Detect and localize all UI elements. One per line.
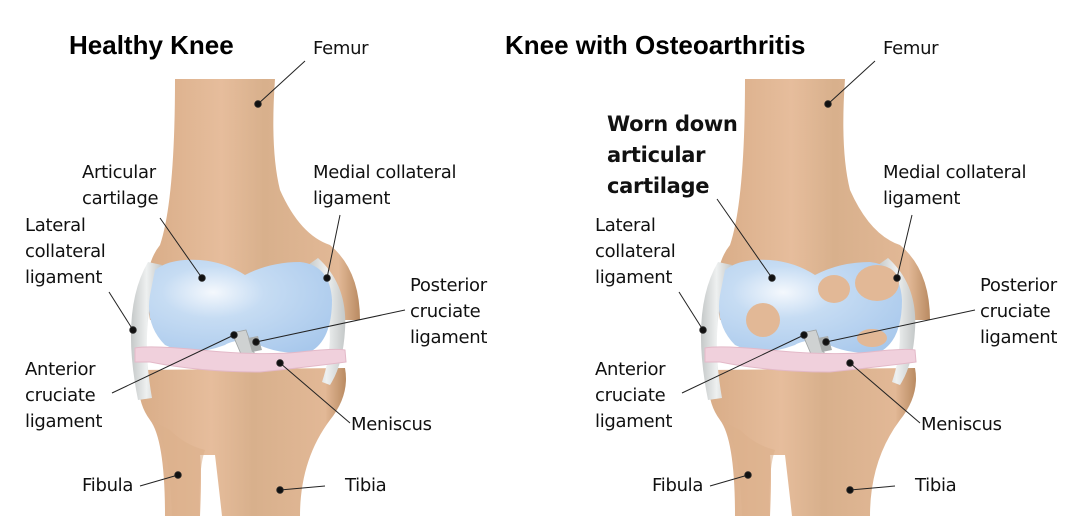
label-lateral-collateral-ligament-oa: Lateral collateral ligament: [595, 215, 676, 288]
label-medial-collateral-ligament: Medial collateral ligament: [313, 162, 457, 209]
leader-lines: [108, 60, 976, 494]
label-medial-collateral-ligament-oa: Medial collateral ligament: [883, 162, 1027, 209]
label-fibula-oa: Fibula: [652, 475, 704, 496]
osteoarthritis-knee-title: Knee with Osteoarthritis: [505, 30, 806, 60]
label-meniscus: Meniscus: [351, 414, 432, 435]
label-posterior-cruciate-ligament: Posterior cruciate ligament: [410, 275, 488, 348]
label-anterior-cruciate-ligament: Anterior cruciate ligament: [25, 359, 103, 432]
label-worn-cartilage: Worn down articular cartilage: [607, 112, 738, 198]
healthy-knee-illustration: [130, 78, 361, 516]
label-posterior-cruciate-ligament-oa: Posterior cruciate ligament: [980, 275, 1058, 348]
label-tibia-oa: Tibia: [915, 475, 957, 496]
label-articular-cartilage: Articular cartilage: [82, 162, 159, 209]
healthy-knee-title: Healthy Knee: [69, 30, 234, 60]
label-femur: Femur: [313, 38, 369, 59]
label-tibia: Tibia: [345, 475, 387, 496]
label-anterior-cruciate-ligament-oa: Anterior cruciate ligament: [595, 359, 673, 432]
label-lateral-collateral-ligament: Lateral collateral ligament: [25, 215, 106, 288]
label-femur-oa: Femur: [883, 38, 939, 59]
label-fibula: Fibula: [82, 475, 134, 496]
label-meniscus-oa: Meniscus: [921, 414, 1002, 435]
